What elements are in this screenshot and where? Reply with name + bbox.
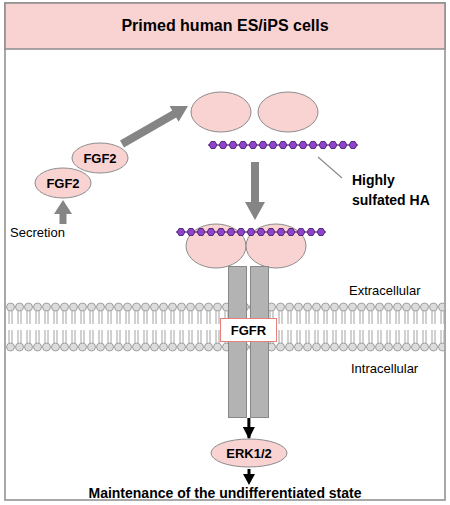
leader-line	[318, 157, 342, 178]
header-band	[5, 3, 445, 49]
ha-chain	[208, 140, 358, 150]
receptor-bar	[228, 266, 247, 418]
fgf2-oval: FGF2	[34, 167, 92, 199]
receptor-bar	[250, 266, 269, 418]
node-text: FGF2	[46, 176, 79, 191]
title-box: Primed human ES/iPS cells	[5, 3, 445, 49]
region-label: Extracellular	[349, 283, 421, 299]
receptor-label-box: FGFR	[220, 318, 277, 342]
process-label: Secretion	[10, 225, 65, 241]
fgf2-oval	[191, 92, 251, 132]
lipid-bilayer	[6, 302, 444, 352]
callout-label: Highly sulfated HA	[352, 170, 444, 210]
erk-oval: ERK1/2	[210, 438, 288, 468]
region-label: Intracellular	[351, 361, 418, 377]
outer-frame	[5, 3, 445, 500]
signal-arrow	[247, 418, 250, 438]
fgf2-oval: FGF2	[71, 142, 129, 174]
ha-chain	[176, 227, 326, 237]
secretion-arrow	[54, 200, 72, 224]
gray-arrow	[122, 106, 188, 144]
node-text: FGFR	[231, 323, 266, 338]
node-text: ERK1/2	[226, 446, 272, 461]
gray-arrow	[245, 162, 265, 220]
fgf2-oval	[258, 92, 318, 132]
receptor-box: FGFR	[220, 266, 277, 418]
diagram-title: Primed human ES/iPS cells	[121, 17, 328, 35]
outcome-label: Maintenance of the undifferentiated stat…	[5, 485, 445, 501]
black-arrow	[243, 469, 255, 485]
node-text: FGF2	[83, 151, 116, 166]
